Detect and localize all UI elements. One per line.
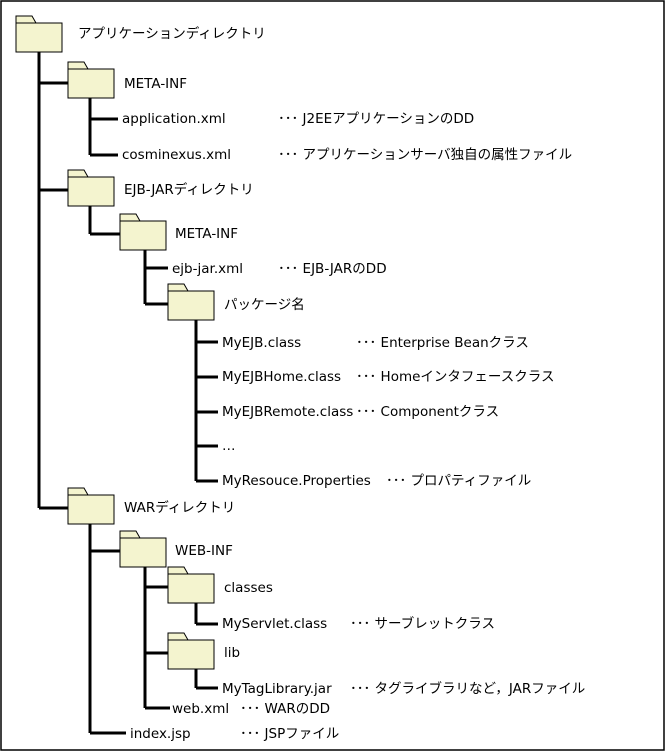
- node-root: アプリケーションディレクトリ: [78, 26, 266, 42]
- node-myejbremote-class: MyEJBRemote.class: [222, 404, 354, 420]
- folder-icon-root: [15, 15, 63, 53]
- folder-icon-ejb-jar: [67, 169, 115, 207]
- node-myejbhome-class: MyEJBHome.class: [222, 369, 342, 385]
- desc-myejbhome-class: ･･･ Homeインタフェースクラス: [356, 369, 555, 385]
- node-ejb-jar-xml: ejb-jar.xml: [172, 261, 244, 277]
- node-cosminexus-xml: cosminexus.xml: [122, 147, 232, 163]
- desc-myservlet-class: ･･･ サーブレットクラス: [350, 616, 495, 632]
- node-index-jsp: index.jsp: [130, 726, 191, 742]
- desc-cosminexus-xml: ･･･ アプリケーションサーバ独自の属性ファイル: [278, 147, 573, 163]
- node-war-dir: WARディレクトリ: [124, 500, 236, 516]
- node-classes: classes: [224, 580, 273, 596]
- desc-myejbremote-class: ･･･ Componentクラス: [356, 404, 500, 420]
- node-myservlet-class: MyServlet.class: [222, 616, 328, 632]
- folder-icon-meta-inf: [67, 61, 115, 99]
- desc-myejb-class: ･･･ Enterprise Beanクラス: [356, 335, 529, 351]
- folder-icon-package: [167, 283, 215, 321]
- folder-icon-classes: [167, 566, 215, 604]
- folder-icon-lib: [167, 632, 215, 670]
- folder-icon-war: [67, 487, 115, 525]
- node-application-xml: application.xml: [122, 111, 226, 127]
- node-web-inf: WEB-INF: [175, 543, 233, 559]
- desc-application-xml: ･･･ J2EEアプリケーションのDD: [278, 111, 475, 127]
- node-meta-inf-ejb: META-INF: [175, 226, 239, 242]
- folder-icon-web-inf: [119, 530, 167, 568]
- node-meta-inf: META-INF: [124, 76, 188, 92]
- desc-index-jsp: ･･･ JSPファイル: [240, 726, 340, 742]
- node-package-name: パッケージ名: [224, 297, 305, 313]
- desc-mytaglibrary-jar: ･･･ タグライブラリなど，JARファイル: [350, 681, 586, 697]
- node-myresouce-properties: MyResouce.Properties: [222, 473, 371, 489]
- node-ejb-jar-dir: EJB-JARディレクトリ: [124, 182, 254, 198]
- node-lib: lib: [224, 645, 241, 661]
- folder-icon-meta-inf-ejb: [119, 213, 167, 251]
- tree-connectors: [37, 52, 218, 735]
- desc-myresouce-properties: ･･･ プロパティファイル: [386, 473, 532, 489]
- node-web-xml: web.xml: [172, 701, 230, 717]
- desc-web-xml: ･･･ WARのDD: [240, 701, 331, 717]
- desc-ejb-jar-xml: ･･･ EJB-JARのDD: [278, 261, 387, 277]
- node-ellipsis: …: [222, 438, 236, 454]
- node-myejb-class: MyEJB.class: [222, 335, 302, 351]
- node-mytaglibrary-jar: MyTagLibrary.jar: [222, 681, 332, 697]
